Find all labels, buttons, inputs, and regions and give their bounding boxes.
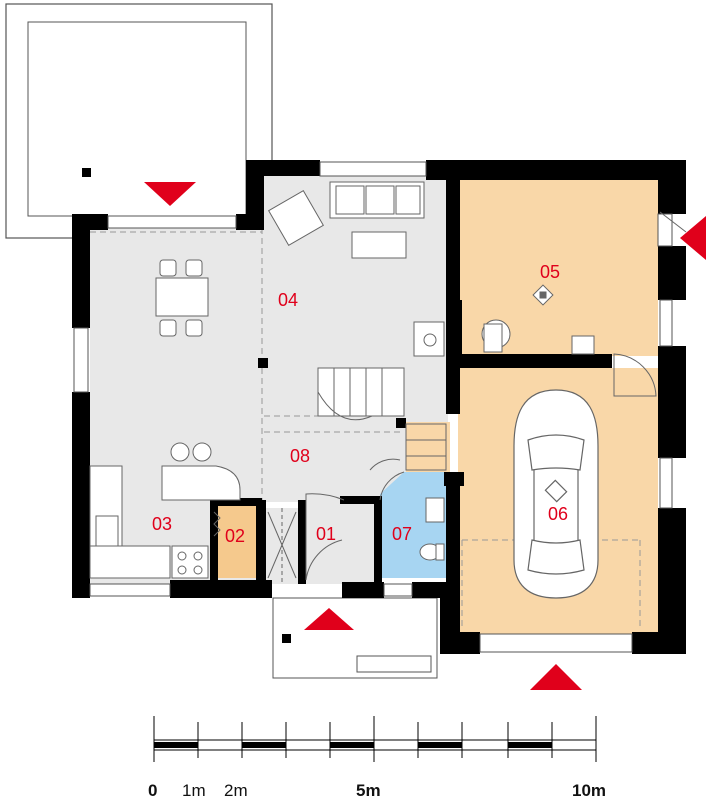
scale-label-2m: 2m xyxy=(224,781,248,800)
room-02-fill xyxy=(218,504,256,578)
room-label-06: 06 xyxy=(548,504,568,524)
arrow-garage-icon xyxy=(530,664,582,690)
windows xyxy=(73,161,673,653)
scale-label-0: 0 xyxy=(148,781,157,800)
entrance-step xyxy=(272,597,438,679)
doors xyxy=(305,211,687,581)
walls xyxy=(72,160,686,654)
scale-label-1m: 1m xyxy=(182,781,206,800)
car-icon xyxy=(513,389,599,599)
room-01-fill xyxy=(302,500,378,584)
scale-bar: 0 1m 2m 5m 10m xyxy=(148,716,606,800)
scale-label-5m: 5m xyxy=(356,781,381,800)
room-labels: 05 04 08 03 02 01 07 06 xyxy=(152,262,568,546)
arrow-boiler-icon xyxy=(680,216,706,260)
room-label-02: 02 xyxy=(225,526,245,546)
furniture xyxy=(89,181,447,582)
terrace xyxy=(5,3,273,239)
room-label-07: 07 xyxy=(392,524,412,544)
room-label-04: 04 xyxy=(278,290,298,310)
room-label-08: 08 xyxy=(290,446,310,466)
entrance-arrows xyxy=(144,182,706,690)
boiler-fixtures xyxy=(481,284,595,355)
arrow-terrace-icon xyxy=(144,182,196,206)
dashed-lines xyxy=(90,228,641,628)
stair-landing-fill xyxy=(406,422,450,472)
room-label-01: 01 xyxy=(316,524,336,544)
scale-label-10m: 10m xyxy=(572,781,606,800)
room-07-fill xyxy=(380,472,446,578)
room-label-03: 03 xyxy=(152,514,172,534)
arrow-main-entrance-icon xyxy=(304,608,354,630)
room-label-05: 05 xyxy=(540,262,560,282)
